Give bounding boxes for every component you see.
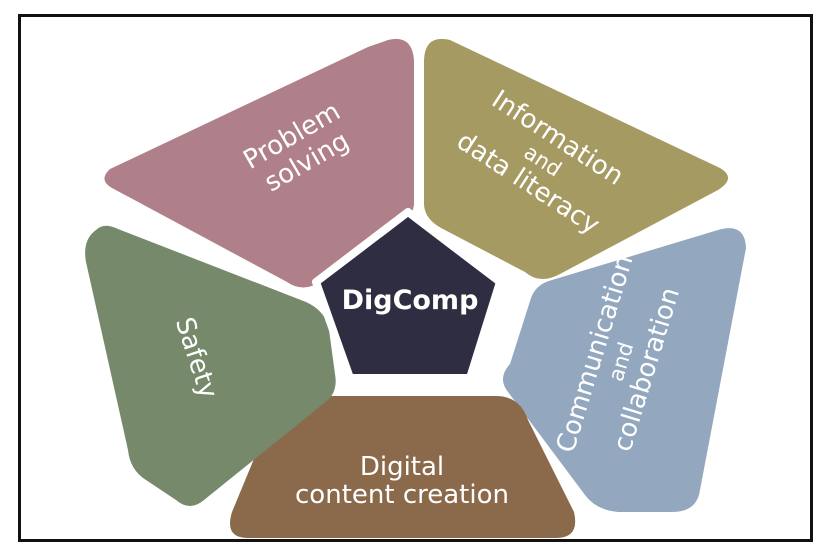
segment-communication xyxy=(502,228,746,512)
segment-problem-solving xyxy=(104,38,414,288)
segment-information xyxy=(424,38,729,280)
center-pentagon xyxy=(312,208,504,382)
content-creation-label-line1: Digital xyxy=(360,452,444,482)
center-label: DigComp xyxy=(342,285,479,316)
segment-safety xyxy=(85,225,336,506)
content-creation-label-line2: content creation xyxy=(295,480,509,510)
segment-content-creation xyxy=(230,396,576,538)
